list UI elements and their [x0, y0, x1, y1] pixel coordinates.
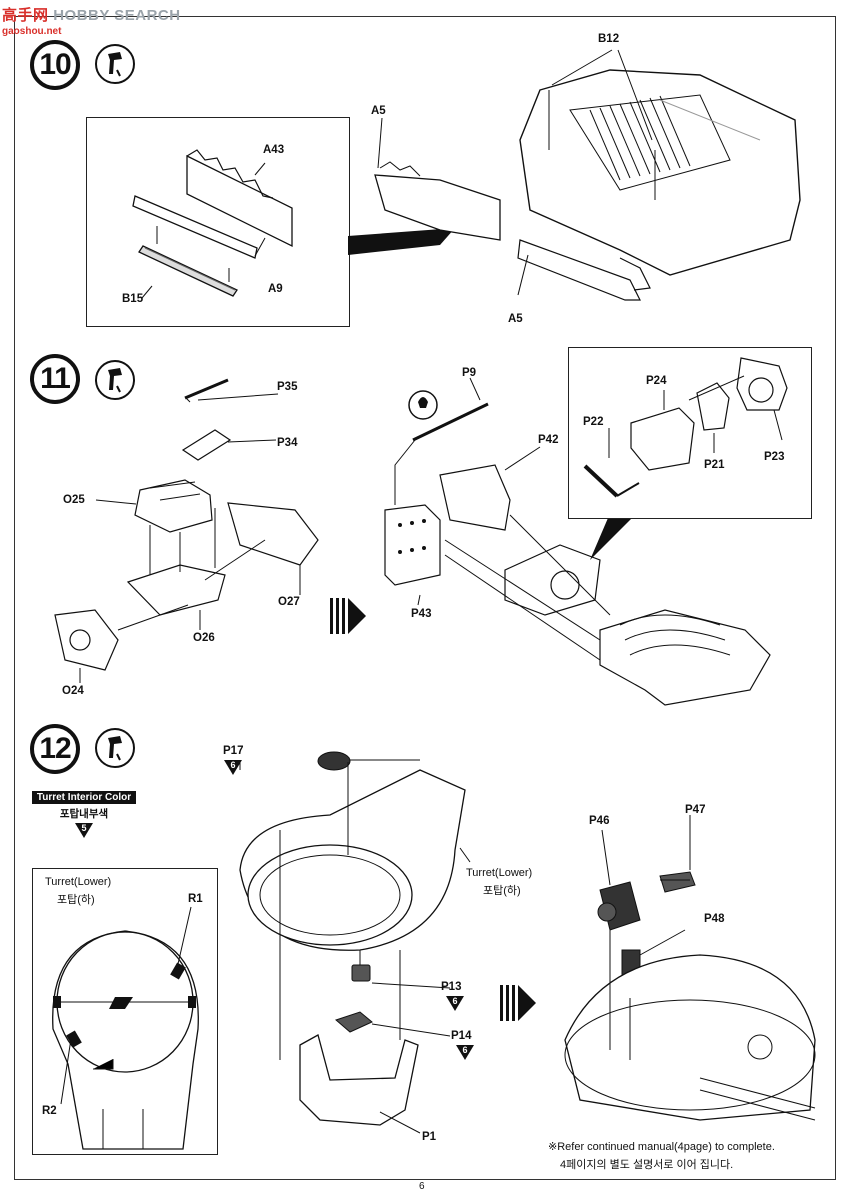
label-b15: B15: [122, 293, 144, 305]
label-p42: P42: [538, 434, 559, 446]
label-b12: B12: [598, 33, 620, 45]
cement-tool-icon: [95, 728, 135, 768]
label-o25: O25: [63, 494, 85, 506]
cement-tool-icon: [95, 360, 135, 400]
label-p35: P35: [277, 381, 298, 393]
step-11-badge: 11: [30, 354, 80, 404]
step-10-detail-drawing: [132, 149, 293, 299]
label-r1: R1: [188, 893, 203, 905]
label-p47: P47: [685, 804, 706, 816]
label-p22: P22: [583, 416, 604, 428]
step-11-main-drawing: [384, 377, 771, 706]
label-o27: O27: [278, 596, 300, 608]
step-10-badge: 10: [30, 40, 80, 90]
label-p34: P34: [277, 437, 298, 449]
turret-lower-kr-detail: 포탑(하): [57, 894, 95, 906]
turret-lower-kr-main: 포탑(하): [483, 885, 521, 897]
arrow-right-icon: [330, 598, 366, 634]
step-12-badge: 12: [30, 724, 80, 774]
label-o26: O26: [193, 632, 215, 644]
turret-lower-en-main: Turret(Lower): [466, 867, 533, 879]
label-p46: P46: [589, 815, 610, 827]
turret-lower-en-detail: Turret(Lower): [45, 876, 112, 888]
label-p24: P24: [646, 375, 667, 387]
label-p13: P13: [441, 981, 462, 993]
step-11-subassembly-drawing: [54, 378, 319, 683]
turret-color-title: Turret Interior Color: [32, 791, 136, 804]
watermark: 高手网 HOBBY SEARCH: [2, 7, 181, 24]
label-r2: R2: [42, 1105, 57, 1117]
label-p9: P9: [462, 367, 477, 379]
arrow-right-icon: [500, 985, 536, 1021]
label-p14: P14: [451, 1030, 472, 1042]
label-p23: P23: [764, 451, 785, 463]
label-a9: A9: [268, 283, 283, 295]
paint-callout-p13: 6: [446, 996, 464, 1011]
label-o24: O24: [62, 685, 84, 697]
step-11-detail-box: [568, 347, 812, 519]
turret-lower-detail-drawing: [52, 906, 199, 1150]
note-continue-en: ※Refer continued manual(4page) to comple…: [548, 1141, 775, 1153]
label-p48: P48: [704, 913, 725, 925]
label-a43: A43: [263, 144, 285, 156]
label-a5-bottom: A5: [508, 313, 523, 325]
label-p43: P43: [411, 608, 432, 620]
step-12-detail-box: [32, 868, 218, 1155]
cement-tool-icon: [95, 44, 135, 84]
page-frame: [14, 16, 836, 1180]
step-10-hull-drawing: [348, 49, 801, 301]
step-10-detail-box: [86, 117, 350, 327]
label-p1: P1: [422, 1131, 437, 1143]
paint-callout-p17: 6: [224, 760, 242, 775]
label-a5-top: A5: [371, 105, 386, 117]
paint-callout-5: 5: [75, 823, 93, 838]
turret-color-kr: 포탑내부색: [59, 808, 109, 820]
label-p17: P17: [223, 745, 244, 757]
note-continue-kr: 4페이지의 별도 설명서로 이어 집니다.: [560, 1159, 734, 1171]
watermark-site: gaoshou.net: [2, 26, 62, 37]
page-number: 6: [419, 1181, 425, 1192]
label-p21: P21: [704, 459, 725, 471]
step-11-detail-drawing: [583, 357, 788, 498]
paint-callout-p14: 6: [456, 1045, 474, 1060]
